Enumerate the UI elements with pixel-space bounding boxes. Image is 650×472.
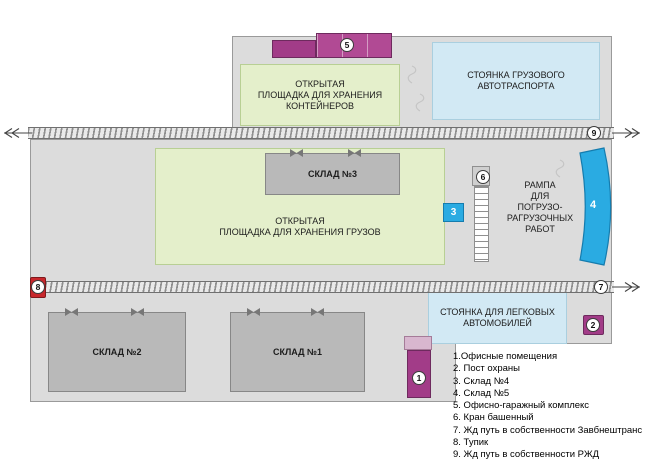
legend-item-1: 1.Офисные помещения — [453, 351, 558, 362]
marker-6-circle: 6 — [476, 170, 490, 184]
container-storage-label: ОТКРЫТАЯ ПЛОЩАДКА ДЛЯ ХРАНЕНИЯ КОНТЕЙНЕР… — [257, 78, 383, 111]
warehouse2-building: СКЛАД №2 — [48, 308, 186, 392]
truck-parking-label: СТОЯНКА ГРУЗОВОГО АВТОТРАСПОРТА — [467, 70, 565, 91]
roof-vent-icon — [130, 308, 144, 316]
warehouse3-label: СКЛАД №3 — [307, 169, 358, 179]
ramp-label: РАМПА ДЛЯ ПОГРУЗО- РАГРУЗОЧНЫХ РАБОТ — [506, 180, 574, 234]
roof-vent-icon — [246, 308, 260, 316]
marker-7-circle: 7 — [594, 280, 608, 294]
warehouse3-building: СКЛАД №3 — [265, 149, 400, 195]
warehouse5-building — [579, 147, 612, 266]
truck-parking-area: СТОЯНКА ГРУЗОВОГО АВТОТРАСПОРТА — [432, 42, 600, 120]
marker-9-circle: 9 — [587, 126, 601, 140]
crane-ladder — [474, 186, 489, 262]
cargo-storage-label: ОТКРЫТАЯ ПЛОЩАДКА ДЛЯ ХРАНЕНИЯ ГРУЗОВ — [219, 216, 381, 237]
marker-2-circle: 2 — [586, 318, 600, 332]
track-continues-arrow-left-icon — [3, 128, 32, 138]
marker-8-circle: 8 — [31, 280, 45, 294]
roof-vent-icon — [348, 149, 362, 157]
container-storage-area: ОТКРЫТАЯ ПЛОЩАДКА ДЛЯ ХРАНЕНИЯ КОНТЕЙНЕР… — [240, 64, 400, 126]
warehouse2-label: СКЛАД №2 — [92, 347, 142, 357]
legend-item-9: 9. Жд путь в собственности РЖД — [453, 449, 600, 461]
warehouse1-building: СКЛАД №1 — [230, 308, 365, 392]
legend-item-6: 6. Кран башенный — [453, 412, 534, 424]
marker-4-number: 4 — [589, 199, 597, 211]
legend-item-5: 5. Офисно-гаражный комплекс — [453, 400, 590, 412]
legend-item-3: 3. Склад №4 — [453, 375, 510, 387]
legend-item-2: 2. Пост охраны — [453, 363, 520, 375]
car-parking-label: СТОЯНКА ДЛЯ ЛЕГКОВЫХ АВТОМОБИЛЕЙ — [440, 307, 555, 328]
railway-track-top — [28, 127, 614, 139]
legend-item-4: 4. Склад №5 — [453, 387, 510, 399]
track-continues-arrow-right-icon — [612, 128, 641, 138]
warehouse4-building: 3 — [443, 203, 464, 222]
legend-item-8: 8. Тупик — [453, 437, 489, 449]
offices-building-annex — [404, 336, 432, 350]
track-continues-arrow-right-icon — [612, 282, 641, 292]
roof-vent-icon — [289, 149, 303, 157]
legend-item-7: 7. Жд путь в собственности Завбнештранс — [453, 424, 643, 436]
warehouse1-label: СКЛАД №1 — [272, 347, 323, 357]
railway-track-middle — [40, 281, 614, 293]
legend: 1.Офисные помещения 2. Пост охраны 3. Ск… — [453, 351, 642, 462]
marker-1-circle: 1 — [412, 371, 426, 385]
roof-vent-icon — [310, 308, 324, 316]
roof-vent-icon — [65, 308, 79, 316]
office-garage-left-wing — [272, 40, 316, 58]
office-garage-right-wing — [316, 33, 392, 58]
marker-5-circle: 5 — [340, 38, 354, 52]
car-parking-area: СТОЯНКА ДЛЯ ЛЕГКОВЫХ АВТОМОБИЛЕЙ — [428, 292, 567, 344]
